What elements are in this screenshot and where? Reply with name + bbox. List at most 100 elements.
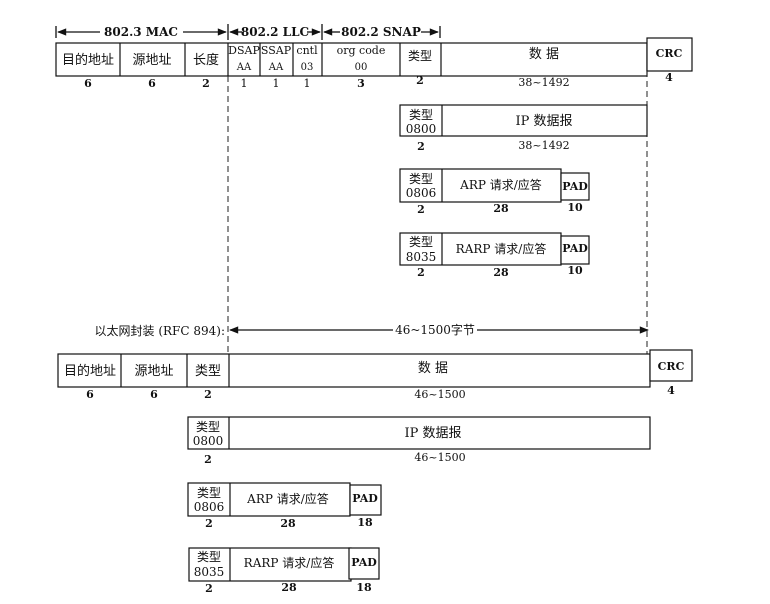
rfc894-arp-pad-size: 18 xyxy=(357,516,373,529)
data-label: 数 据 xyxy=(529,47,559,62)
src-size: 6 xyxy=(148,77,156,90)
rfc894-arp-data-size: 28 xyxy=(280,517,296,530)
ieee-rarp-pad-box xyxy=(560,235,590,265)
ieee-rarp-pad-size: 10 xyxy=(567,264,583,277)
rfc894-rarp-row: 类型 8035 RARP 请求/应答 PAD 2 28 18 xyxy=(188,547,380,595)
rfc894-ip-box xyxy=(187,416,651,450)
rfc894-ip-type-label: 类型 xyxy=(196,420,220,434)
rfc894-ip-type-value: 0800 xyxy=(193,434,224,448)
rfc894-rarp-data-label: RARP 请求/应答 xyxy=(244,555,335,570)
rfc894-rarp-box xyxy=(188,547,352,582)
type-label: 类型 xyxy=(408,49,432,63)
src-addr-label: 源地址 xyxy=(132,53,171,68)
cntl-label: cntl xyxy=(296,44,318,57)
ssap-label: SSAP xyxy=(261,44,292,57)
rfc894-ip-row: 类型 0800 IP 数据报 2 46~1500 xyxy=(187,416,651,466)
ieee-arp-type-size: 2 xyxy=(417,203,425,216)
org-code-label: org code xyxy=(337,44,386,57)
rfc894-rarp-data-size: 28 xyxy=(281,581,297,594)
range-label: 46~1500字节 xyxy=(395,322,475,337)
cntl-size: 1 xyxy=(304,77,311,90)
ieee-frame: 目的地址 源地址 长度 DSAP AA SSAP AA cntl 03 org … xyxy=(55,37,693,90)
snap-header-label: 802.2 SNAP xyxy=(341,25,421,39)
rfc894-frame-box xyxy=(57,353,651,388)
rfc894-rarp-pad-size: 18 xyxy=(356,581,372,594)
rfc894-rarp-type-label: 类型 xyxy=(197,550,221,564)
org-code-size: 3 xyxy=(357,77,365,90)
llc-header-label: 802.2 LLC xyxy=(241,25,309,39)
header-brackets xyxy=(55,24,441,40)
ieee-ip-data-size: 38~1492 xyxy=(518,139,569,152)
ieee-rarp-data-size: 28 xyxy=(493,266,509,279)
ieee-rarp-type-label: 类型 xyxy=(409,235,433,249)
rfc894-ip-data-label: IP 数据报 xyxy=(404,426,461,441)
crc-label: CRC xyxy=(656,47,683,60)
ieee-rarp-data-label: RARP 请求/应答 xyxy=(456,241,547,256)
dsap-label: DSAP xyxy=(228,44,260,57)
rfc894-crc-box xyxy=(649,349,693,382)
data-size: 38~1492 xyxy=(518,76,569,89)
ieee-ip-type-value: 0800 xyxy=(406,122,437,136)
rfc894-src-addr-label: 源地址 xyxy=(134,364,173,379)
ieee-rarp-type-value: 8035 xyxy=(406,250,437,264)
rfc894-rarp-pad-label: PAD xyxy=(351,556,377,569)
length-label: 长度 xyxy=(193,52,219,68)
ieee-ip-type-label: 类型 xyxy=(409,108,433,122)
rfc894-data-label: 数 据 xyxy=(418,361,448,376)
rfc894-arp-pad-label: PAD xyxy=(352,492,378,505)
cntl-value: 03 xyxy=(301,62,314,73)
rfc894-type-size: 2 xyxy=(204,388,212,401)
rfc894-ip-data-size: 46~1500 xyxy=(414,451,465,464)
ssap-size: 1 xyxy=(273,77,280,90)
guide-lines xyxy=(227,71,648,356)
rfc894-data-size: 46~1500 xyxy=(414,388,465,401)
rfc894-type-label: 类型 xyxy=(195,364,221,379)
ieee-arp-pad-size: 10 xyxy=(567,201,583,214)
ieee-rarp-type-size: 2 xyxy=(417,266,425,279)
rfc894-src-size: 6 xyxy=(150,388,158,401)
dst-size: 6 xyxy=(84,77,92,90)
ieee-arp-row: 类型 0806 ARP 请求/应答 PAD 2 28 10 xyxy=(399,168,590,216)
ieee-crc-box xyxy=(646,37,693,72)
ieee-ip-row: 类型 0800 IP 数据报 2 38~1492 xyxy=(399,104,648,153)
rfc894-arp-box xyxy=(187,482,351,517)
rfc894-arp-type-label: 类型 xyxy=(197,486,221,500)
ieee-rarp-box xyxy=(399,232,562,266)
type-size: 2 xyxy=(416,74,424,87)
ieee-rarp-row: 类型 8035 RARP 请求/应答 PAD 2 28 10 xyxy=(399,232,590,279)
rfc894-arp-type-size: 2 xyxy=(205,517,213,530)
org-code-value: 00 xyxy=(355,62,368,73)
dsap-value: AA xyxy=(236,62,252,73)
rfc894-dst-addr-label: 目的地址 xyxy=(64,363,116,379)
ieee-ip-box xyxy=(399,104,648,137)
rfc894-rarp-pad-box xyxy=(348,547,380,580)
dsap-size: 1 xyxy=(241,77,248,90)
rfc894-ip-type-size: 2 xyxy=(204,453,212,466)
rfc894-dst-size: 6 xyxy=(86,388,94,401)
rfc894-arp-type-value: 0806 xyxy=(194,500,225,514)
ieee-rarp-pad-label: PAD xyxy=(562,242,588,255)
mac-header-label: 802.3 MAC xyxy=(104,25,178,39)
rfc894-crc-label: CRC xyxy=(658,360,685,373)
ieee-arp-type-label: 类型 xyxy=(409,172,433,186)
ieee-802-section: 802.3 MAC 802.2 LLC 802.2 SNAP 目的地址 源地址 … xyxy=(55,24,693,356)
crc-size: 4 xyxy=(665,71,673,84)
rfc894-rarp-type-size: 2 xyxy=(205,582,213,595)
length-size: 2 xyxy=(202,77,210,90)
rfc894-arp-row: 类型 0806 ARP 请求/应答 PAD 2 28 18 xyxy=(187,482,382,530)
rfc894-frame: 目的地址 源地址 类型 数 据 CRC 6 6 2 46~1500 4 xyxy=(57,349,693,401)
rfc894-caption: 以太网封装 (RFC 894): xyxy=(95,323,225,338)
rfc894-crc-size: 4 xyxy=(667,384,675,397)
rfc894-rarp-type-value: 8035 xyxy=(194,565,225,579)
rfc894-arp-pad-box xyxy=(349,484,382,516)
ssap-value: AA xyxy=(268,62,284,73)
ieee-arp-pad-box xyxy=(560,172,590,201)
ieee-arp-pad-label: PAD xyxy=(562,180,588,193)
ieee-ip-data-label: IP 数据报 xyxy=(515,114,572,129)
rfc894-section: 以太网封装 (RFC 894): 46~1500字节 目的地址 源地址 类型 数… xyxy=(57,322,693,595)
ieee-arp-type-value: 0806 xyxy=(406,186,437,200)
ieee-arp-data-size: 28 xyxy=(493,202,509,215)
dst-addr-label: 目的地址 xyxy=(62,52,114,68)
rfc894-arp-data-label: ARP 请求/应答 xyxy=(246,491,329,506)
